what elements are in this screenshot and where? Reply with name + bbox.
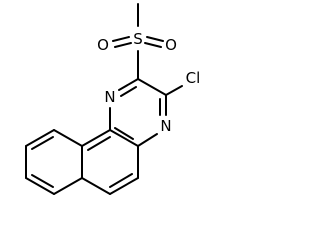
atom-sulfur: S bbox=[133, 30, 143, 48]
bond-c10-c9 bbox=[25, 129, 55, 147]
bond-c5-c6-inner bbox=[109, 173, 133, 188]
bond-c5-c6 bbox=[109, 177, 139, 195]
bond-c3-cl bbox=[165, 85, 183, 96]
bond-c4a-c10b bbox=[109, 129, 139, 147]
atom-nitrogen-top: N bbox=[104, 88, 115, 106]
bond-s-o-left-a bbox=[112, 36, 130, 42]
bond-s-o-right-b bbox=[144, 42, 162, 48]
bond-c4a-c10b-inner bbox=[114, 127, 134, 140]
bond-c8-c7 bbox=[25, 177, 55, 195]
bond-c10a-c10b bbox=[81, 129, 111, 147]
bond-s-o-right-a bbox=[146, 36, 164, 42]
bond-c8-c7-inner bbox=[31, 174, 54, 188]
bond-c6-c6a bbox=[81, 177, 111, 195]
bond-c7-c6a bbox=[53, 177, 83, 195]
bond-c10a-c10 bbox=[53, 129, 83, 147]
atom-oxygen-right: O bbox=[165, 36, 177, 54]
atom-chlorine: Cl bbox=[186, 69, 201, 87]
bond-n-top-c2 bbox=[118, 78, 139, 91]
bond-c2-c3 bbox=[137, 78, 167, 96]
bond-s-o-left-b bbox=[114, 42, 132, 48]
molecule-drawing: S O O Cl N N bbox=[25, 3, 201, 195]
structure-canvas: S O O Cl N N bbox=[25, 3, 201, 195]
bond-c10-c9-inner bbox=[31, 136, 54, 150]
atom-nitrogen-bottom: N bbox=[160, 117, 171, 135]
bond-c10a-c10b-inner bbox=[87, 136, 111, 151]
bond-n-bottom-c4a bbox=[137, 133, 158, 147]
atom-oxygen-left: O bbox=[97, 36, 109, 54]
bond-n-top-c2-inner bbox=[120, 86, 137, 97]
